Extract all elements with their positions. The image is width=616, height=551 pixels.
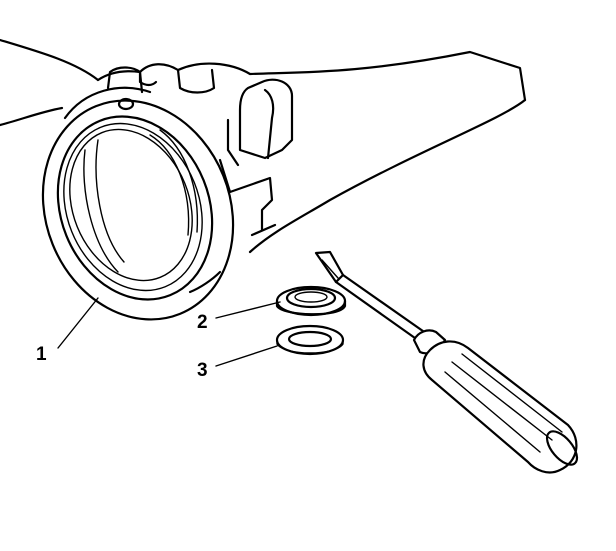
callout-2: 2 [197, 312, 208, 333]
washer-hole [287, 330, 333, 348]
handle-end-cap [545, 430, 579, 466]
vent-hole [117, 97, 135, 111]
bore-ring-outer [56, 115, 214, 301]
seal-inner-lip [285, 287, 337, 309]
callout-3: 3 [197, 360, 208, 381]
bore-recess [69, 128, 193, 282]
bore-ring-inner [63, 122, 203, 292]
flange-outer-ring [41, 99, 235, 321]
leader-line-2 [215, 301, 281, 319]
washer [275, 324, 345, 356]
callout-1: 1 [36, 344, 47, 365]
screwdriver-handle [422, 340, 578, 474]
leader-line-1 [57, 297, 99, 349]
axle-housing [0, 38, 527, 321]
seal-bore [294, 291, 328, 303]
screwdriver-tip [314, 250, 345, 284]
screwdriver [314, 250, 579, 474]
leader-line-3 [215, 345, 278, 367]
seal [275, 285, 347, 317]
mounting-lug [238, 78, 294, 160]
